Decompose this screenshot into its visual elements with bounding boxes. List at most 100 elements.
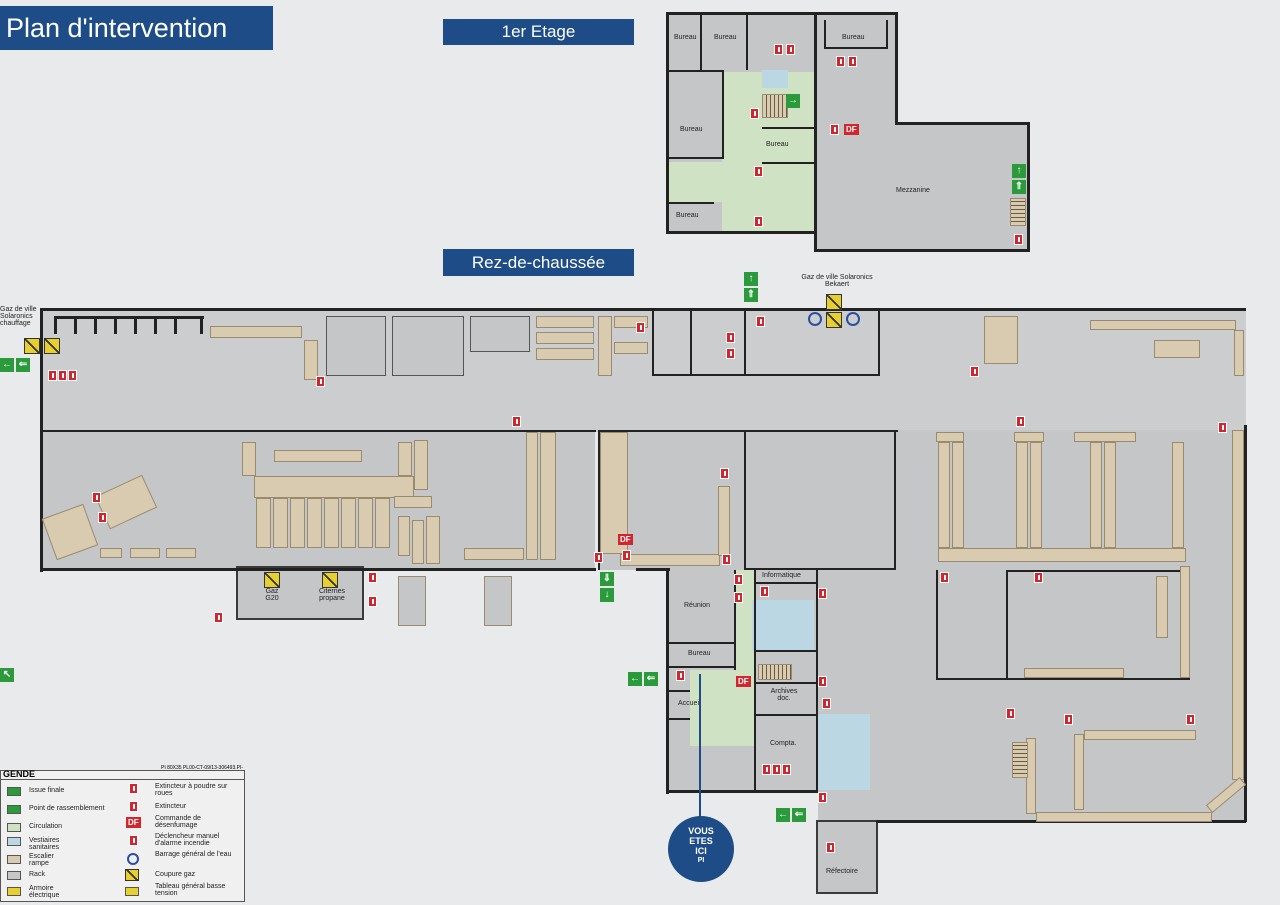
- smoke-control-icon: DF: [126, 817, 141, 828]
- rack: [398, 442, 412, 476]
- extinguisher-icon: [826, 842, 835, 853]
- sanitary-block-1: [752, 600, 814, 650]
- rack: [614, 342, 648, 354]
- floor1-banner: 1er Etage: [443, 19, 634, 45]
- extinguisher-icon: [1186, 714, 1195, 725]
- rack-comb: [134, 316, 137, 334]
- room-label: Bureau: [676, 212, 699, 219]
- ground-wall: [598, 430, 600, 570]
- legend-item: Rack: [29, 871, 45, 878]
- legend-item: Issue finale: [29, 787, 65, 794]
- water-valve-icon: [808, 312, 822, 326]
- extinguisher-icon: [818, 792, 827, 803]
- exit-person-icon: ⇑: [744, 288, 758, 302]
- gas-label: Gaz de ville Solaronics Bekaert: [801, 274, 873, 288]
- ground-wall: [1006, 570, 1190, 572]
- electrical-cabinet-icon: [7, 887, 21, 896]
- extinguisher-icon: [368, 572, 377, 583]
- rack-comb: [154, 316, 157, 334]
- floor1-stair-east: [1010, 198, 1026, 226]
- rack: [1180, 566, 1190, 678]
- rack: [290, 498, 305, 548]
- rack: [273, 498, 288, 548]
- room-label: Bureau: [842, 34, 865, 41]
- stair: [758, 664, 792, 680]
- rack: [358, 498, 373, 548]
- floor1-plan: Bureau Bureau Bureau Bureau Bureau Burea…: [666, 12, 1030, 252]
- rack-comb: [74, 316, 77, 334]
- extinguisher-icon: [58, 370, 67, 381]
- legend-divider: [1, 779, 244, 780]
- rack-comb: [174, 316, 177, 334]
- floor1-wall: [824, 47, 888, 49]
- exit-person-icon: ⇑: [1012, 180, 1026, 194]
- extinguisher-icon: [129, 801, 138, 812]
- rack: [100, 548, 122, 558]
- extinguisher-icon: [368, 596, 377, 607]
- rack: [938, 548, 1186, 562]
- extinguisher-icon: [754, 216, 763, 227]
- rack: [412, 520, 424, 564]
- ground-wall: [1006, 570, 1008, 680]
- floor1-wall: [886, 20, 888, 48]
- extinguisher-icon: [772, 764, 781, 775]
- extinguisher-icon: [1016, 416, 1025, 427]
- rack: [1090, 442, 1102, 548]
- rack-comb: [94, 316, 97, 334]
- gas-label: Citernes propane: [318, 588, 346, 602]
- smoke-control-icon: DF: [618, 534, 633, 545]
- rack: [307, 498, 322, 548]
- floor1-sanitary: [762, 70, 788, 88]
- rack: [536, 332, 594, 344]
- rack: [242, 442, 256, 476]
- exit-person-icon: ⇐: [16, 358, 30, 372]
- extinguisher-icon: [822, 698, 831, 709]
- rack: [256, 498, 271, 548]
- stair: [1012, 742, 1028, 778]
- ground-banner: Rez-de-chaussée: [443, 249, 634, 276]
- rack: [414, 440, 428, 490]
- rack: [210, 326, 302, 338]
- rack: [341, 498, 356, 548]
- sanitary-block-2: [818, 714, 870, 790]
- rack: [540, 432, 556, 560]
- legend-title: GENDE: [3, 769, 36, 779]
- outdoor-storage: [484, 576, 512, 626]
- rack: [1016, 442, 1028, 548]
- floor1-wall: [895, 12, 898, 124]
- extinguisher-icon: [818, 676, 827, 687]
- extinguisher-icon: [92, 492, 101, 503]
- extinguisher-icon: [1064, 714, 1073, 725]
- legend-item: Vestiaires sanitaires: [29, 837, 60, 851]
- room-label: Informatique: [762, 572, 801, 579]
- you-are-here-pointer: [699, 674, 701, 826]
- extinguisher-icon: [750, 108, 759, 119]
- extinguisher-icon: [734, 574, 743, 585]
- floor1-wall: [700, 12, 702, 70]
- ground-wall: [1244, 425, 1247, 822]
- floor1-wall: [722, 70, 724, 158]
- rack: [1104, 442, 1116, 548]
- rack: [620, 554, 720, 566]
- ground-plan: Réunion Bureau Accueil Informatique Arch…: [0, 270, 1280, 905]
- you-are-here-line3: ICI: [695, 846, 707, 856]
- legend-item: Extincteur à poudre sur roues: [155, 783, 228, 797]
- you-are-here-code: PI: [697, 857, 705, 864]
- ground-banner-text: Rez-de-chaussée: [471, 252, 606, 272]
- extinguisher-icon: [786, 44, 795, 55]
- gas-shutoff-icon: [264, 572, 280, 588]
- assembly-point-icon: [7, 805, 21, 814]
- final-exit-icon: [7, 787, 21, 796]
- extinguisher-icon: [316, 376, 325, 387]
- central-hall: [746, 430, 896, 570]
- floor1-wall: [666, 70, 722, 72]
- exit-person-icon: ⇐: [644, 672, 658, 686]
- floor1-wall: [1027, 122, 1030, 252]
- outdoor-storage: [398, 576, 426, 626]
- ground-wall: [666, 568, 669, 794]
- extinguisher-icon: [754, 166, 763, 177]
- exit-person-icon: ⇐: [792, 808, 806, 822]
- exit-arrow-icon: ←: [776, 808, 790, 822]
- rack: [718, 486, 730, 556]
- extinguisher-icon: [676, 670, 685, 681]
